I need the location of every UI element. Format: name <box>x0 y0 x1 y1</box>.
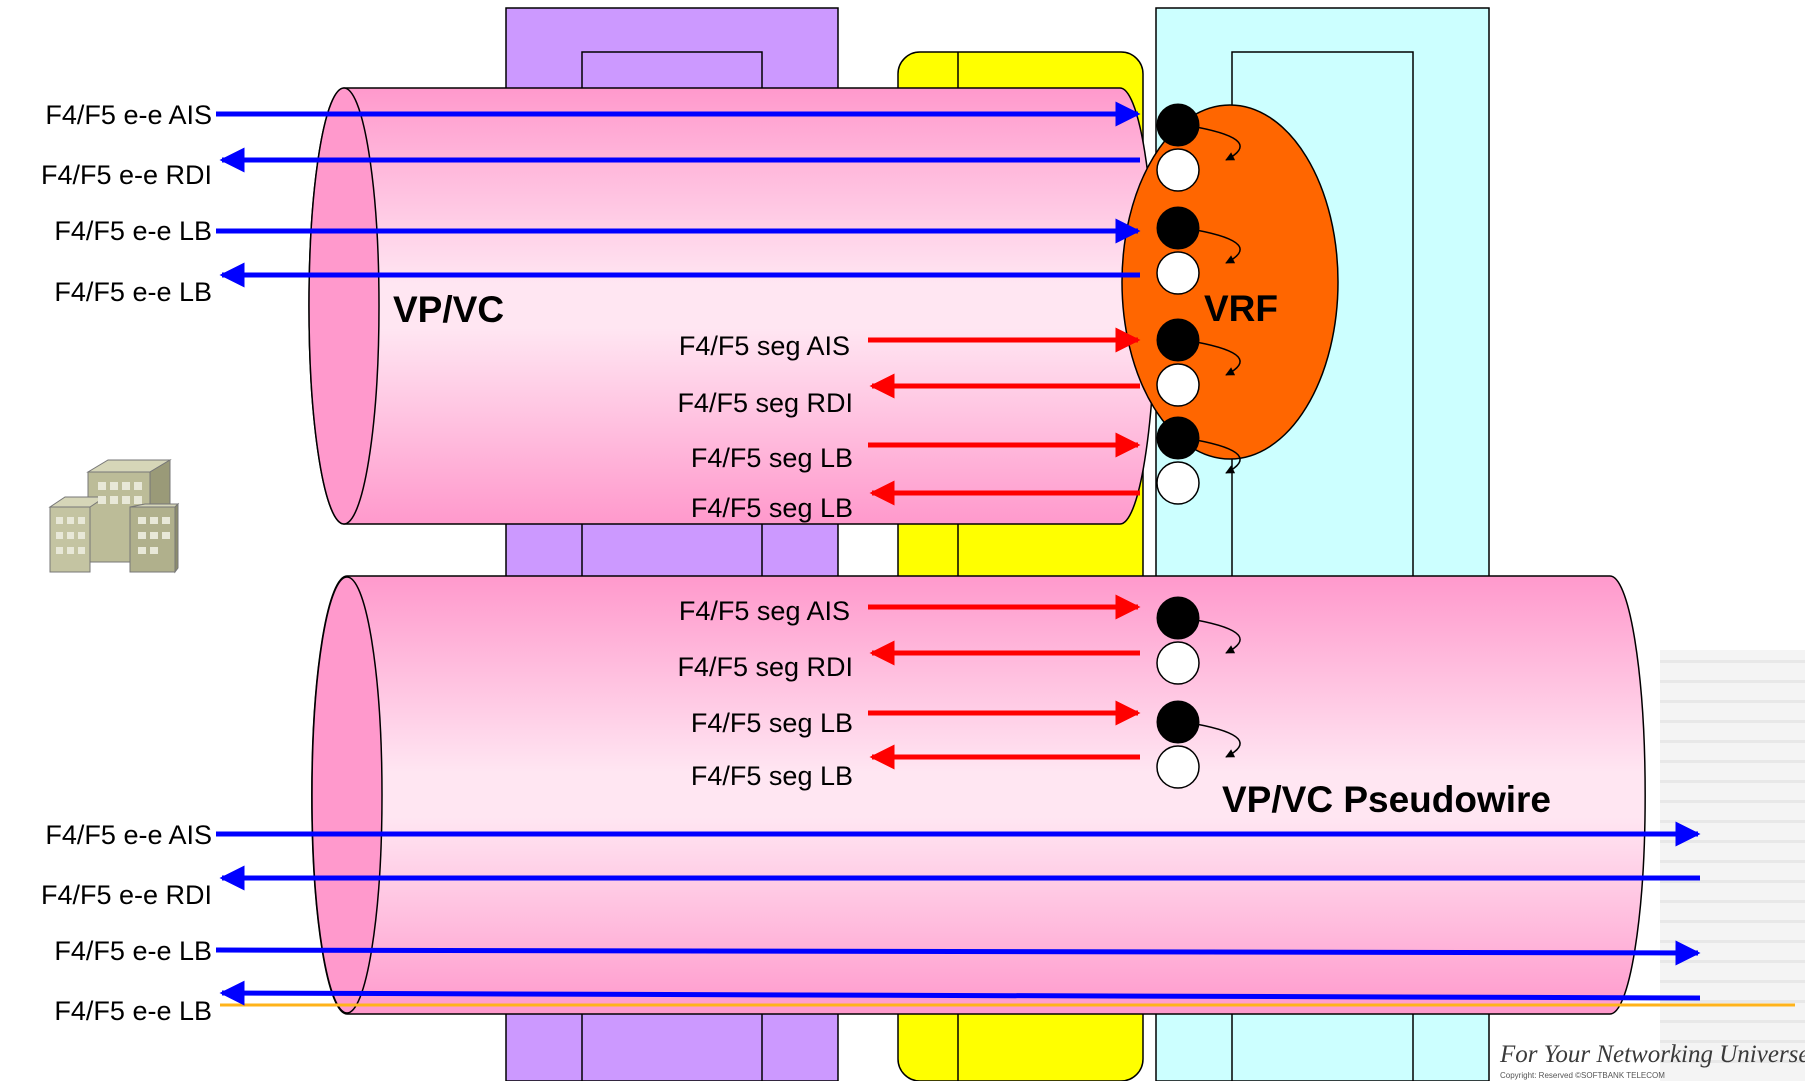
pseudowire-label: VP/VC Pseudowire <box>1222 779 1551 820</box>
left-labels-top: F4/F5 e-e AIS F4/F5 e-e RDI F4/F5 e-e LB… <box>41 100 212 307</box>
seg-label: F4/F5 seg RDI <box>677 652 853 682</box>
seg-label: F4/F5 seg AIS <box>679 331 850 361</box>
seg-label: F4/F5 seg LB <box>691 761 853 791</box>
e2e-label: F4/F5 e-e LB <box>54 216 212 246</box>
seg-label: F4/F5 seg LB <box>691 708 853 738</box>
e2e-label: F4/F5 e-e LB <box>54 277 212 307</box>
footer-copyright: Copyright: Reserved ©SOFTBANK TELECOM <box>1500 1071 1665 1080</box>
e2e-label: F4/F5 e-e LB <box>54 936 212 966</box>
left-labels-bottom: F4/F5 e-e AIS F4/F5 e-e RDI F4/F5 e-e LB… <box>41 820 212 1026</box>
building-icon <box>50 460 178 572</box>
e2e-label: F4/F5 e-e AIS <box>45 820 212 850</box>
seg-label: F4/F5 seg AIS <box>679 596 850 626</box>
seg-label: F4/F5 seg LB <box>691 443 853 473</box>
seg-label: F4/F5 seg LB <box>691 493 853 523</box>
e2e-label: F4/F5 e-e LB <box>54 996 212 1026</box>
seg-label: F4/F5 seg RDI <box>677 388 853 418</box>
vpvc-label: VP/VC <box>393 289 504 330</box>
vrf-label: VRF <box>1204 288 1278 329</box>
e2e-label: F4/F5 e-e RDI <box>41 880 212 910</box>
e2e-label: F4/F5 e-e RDI <box>41 160 212 190</box>
footer-tagline: For Your Networking Universe <box>1499 1041 1805 1068</box>
background-stripes <box>1660 650 1805 1081</box>
e2e-label: F4/F5 e-e AIS <box>45 100 212 130</box>
